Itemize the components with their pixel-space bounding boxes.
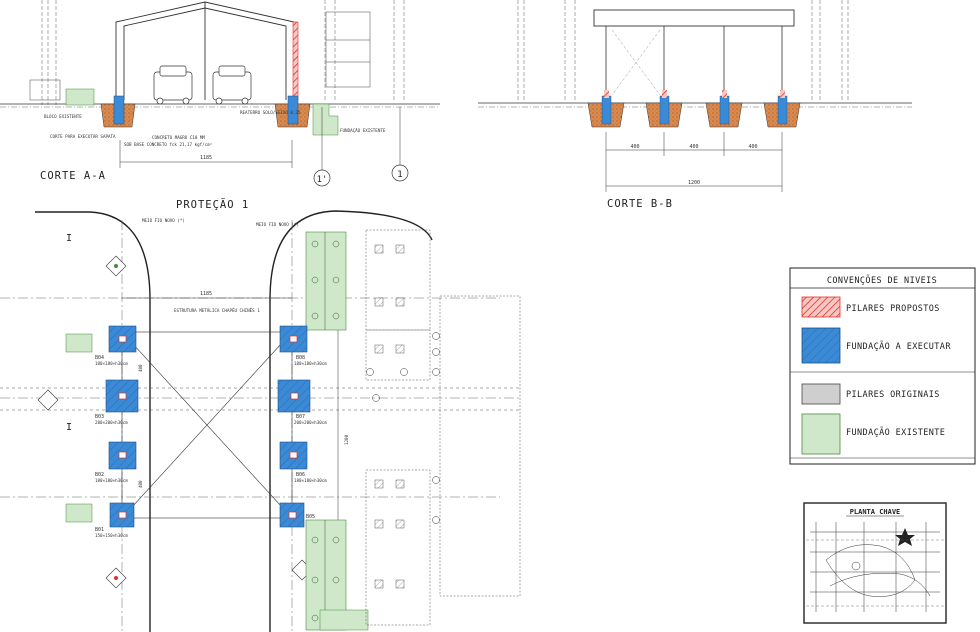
block-size-b02: 180×180×h30cm bbox=[95, 478, 128, 483]
note-bloco: BLOCO EXISTENTE bbox=[44, 114, 82, 119]
block-size-b01: 150×150×h30cm bbox=[95, 533, 128, 538]
plan-dim-400a: 400 bbox=[138, 364, 143, 372]
note-reaterro: REATERRO SOLO/SEIXO 0.35 bbox=[240, 110, 301, 115]
legend-swatch-foundation-existing bbox=[801, 413, 841, 455]
axis-marker-1 bbox=[391, 164, 409, 182]
block-id-b07: B07 bbox=[296, 414, 305, 420]
legend-label-proposed: PILARES PROPOSTOS bbox=[846, 304, 940, 314]
dim-bb-total: 1200 bbox=[688, 180, 700, 186]
legend-swatch-foundation-new bbox=[801, 327, 841, 364]
plan-dim-1185: 1185 bbox=[200, 291, 212, 297]
block-id-b06: B06 bbox=[296, 472, 305, 478]
block-size-b07: 200×200×h30cm bbox=[294, 420, 327, 425]
block-size-b04: 180×180×h30cm bbox=[95, 361, 128, 366]
block-id-b01: B01 bbox=[95, 527, 104, 533]
block-id-b02: B02 bbox=[95, 472, 104, 478]
legend-title: CONVENÇÕES DE NIVEIS bbox=[827, 274, 937, 286]
title-corte-bb: CORTE B-B bbox=[607, 198, 673, 210]
legend-panel: CONVENÇÕES DE NIVEIS PILARES PROPOSTOS F… bbox=[789, 267, 976, 465]
block-size-b06: 180×180×h30cm bbox=[294, 478, 327, 483]
north-arrow-icon bbox=[895, 528, 915, 546]
note-base: SOB BASE CONCRETO fck 21,17 kgf/cm² bbox=[124, 142, 212, 147]
title-corte-aa: CORTE A-A bbox=[40, 170, 106, 182]
legend-label-foundation-existing: FUNDAÇÃO EXISTENTE bbox=[846, 427, 945, 438]
key-plan-title: PLANTA CHAVE bbox=[850, 508, 901, 516]
plan-view: I I 1185 ESTRUTURA METÁLICA CHAPÉU CHINÊ… bbox=[0, 198, 521, 632]
dim-bb-1: 400 bbox=[630, 144, 639, 150]
section-bb: 400 400 400 1200 CORTE B-B bbox=[478, 0, 912, 210]
title-protecao: PROTEÇÃO 1 bbox=[176, 198, 249, 211]
dim-bb-2: 400 bbox=[689, 144, 698, 150]
section-aa: 1185 BLOCO EXISTENTE CORTE PARA EXECUTAR… bbox=[0, 0, 440, 187]
block-id-b04: B04 bbox=[95, 355, 104, 361]
block-id-b03: B03 bbox=[95, 414, 104, 420]
note-meio-fio-left: MEIO FIO NOVO (*) bbox=[142, 218, 185, 223]
legend-swatch-original bbox=[801, 383, 841, 405]
axis-label-1p: 1' bbox=[317, 175, 328, 185]
block-size-b08: 180×180×h30cm bbox=[294, 361, 327, 366]
note-corte-sapata: CORTE PARA EXECUTAR SAPATA bbox=[50, 134, 116, 139]
plan-dim-1200: 1200 bbox=[344, 434, 349, 445]
vehicle-icon bbox=[153, 65, 252, 105]
note-meio-fio-right: MEIO FIO NOVO (*) bbox=[256, 222, 299, 227]
legend-swatch-proposed bbox=[801, 296, 841, 318]
axis-marker-1p bbox=[313, 169, 331, 187]
block-size-b03: 200×200×h30cm bbox=[95, 420, 128, 425]
axis-label-1: 1 bbox=[397, 170, 402, 180]
note-fundacao-existente: FUNDAÇÃO EXISTENTE bbox=[340, 128, 386, 133]
key-plan: PLANTA CHAVE bbox=[803, 502, 947, 624]
block-id-b05: B05 bbox=[306, 514, 315, 520]
block-id-b08: B08 bbox=[296, 355, 305, 361]
note-concreto: CONCRETO MAGRO C10 MM bbox=[152, 135, 205, 140]
legend-label-original: PILARES ORIGINAIS bbox=[846, 390, 940, 400]
plan-dim-400b: 400 bbox=[138, 480, 143, 488]
proposed-pillar bbox=[292, 21, 299, 101]
axis-mark-i-2: I bbox=[66, 422, 72, 433]
dim-1185-aa: 1185 bbox=[200, 155, 212, 161]
foundation-blocks-left bbox=[105, 325, 139, 528]
dim-bb-3: 400 bbox=[748, 144, 757, 150]
legend-label-foundation-new: FUNDAÇÃO A EXECUTAR bbox=[846, 341, 951, 352]
note-estrutura: ESTRUTURA METÁLICA CHAPÉU CHINÊS 1 bbox=[174, 308, 260, 313]
axis-mark-i-1: I bbox=[66, 233, 72, 244]
